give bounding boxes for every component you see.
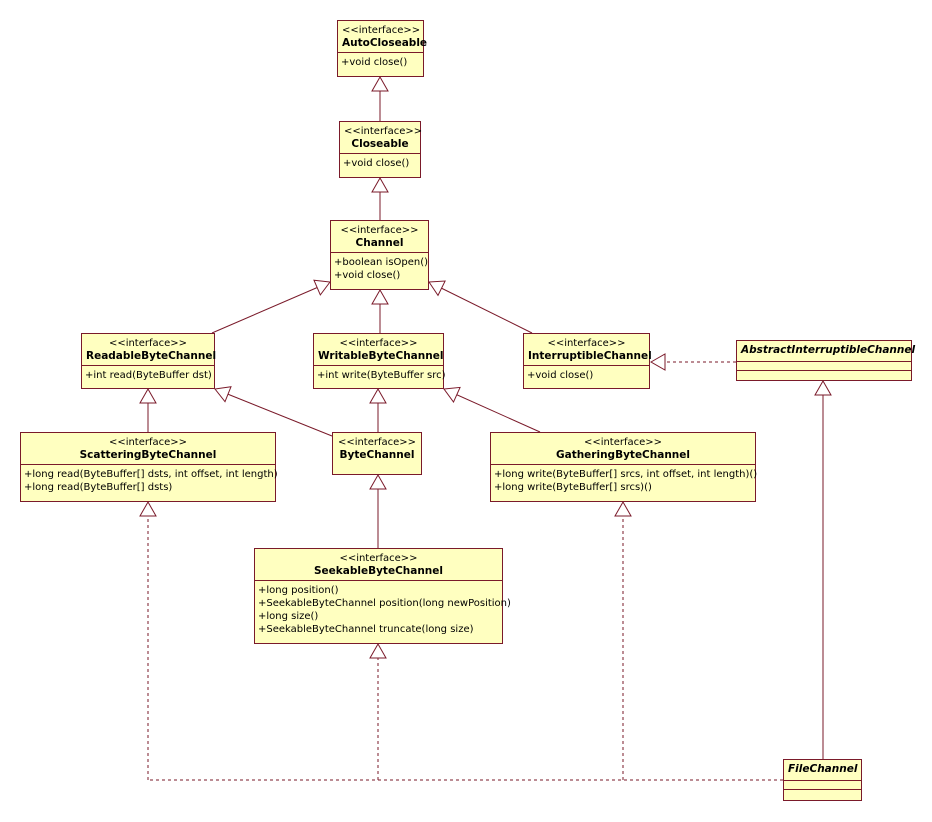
class-name: InterruptibleChannel (528, 350, 652, 362)
operation: +long read(ByteBuffer[] dsts) (24, 482, 173, 493)
stereotype-label: <<interface>> (108, 338, 188, 349)
operation: +long position() (258, 585, 339, 596)
class-writable-byte-channel[interactable]: <<interface>> WritableByteChannel +int w… (313, 333, 446, 389)
class-name: SeekableByteChannel (313, 565, 444, 577)
operations-compartment (737, 370, 911, 376)
class-name: GatheringByteChannel (555, 449, 690, 461)
operations-compartment: +void close() (340, 153, 420, 173)
stereotype-label: <<interface>> (340, 225, 419, 236)
class-name: ScatteringByteChannel (79, 449, 217, 461)
attributes-compartment (784, 780, 861, 789)
operations-compartment: +int read(ByteBuffer dst) (82, 365, 214, 385)
edge-bytechannel-extends-readable-arrowhead (214, 386, 232, 403)
stereotype-label: <<interface>> (339, 553, 418, 564)
edge-writable-extends-channel-arrowhead (371, 288, 389, 305)
class-name: ByteChannel (339, 449, 415, 461)
operation: +SeekableByteChannel truncate(long size) (258, 624, 474, 635)
class-header: <<interface>> SeekableByteChannel (255, 549, 502, 580)
class-header: FileChannel (784, 760, 861, 780)
operation: +long write(ByteBuffer[] srcs, int offse… (494, 469, 758, 480)
edge-gathering-extends-writable-line (443, 388, 541, 433)
operation: +long size() (258, 611, 319, 622)
operations-compartment (784, 789, 861, 796)
operation: +boolean isOpen() (334, 257, 429, 268)
class-channel[interactable]: <<interface>> Channel +boolean isOpen() … (330, 220, 429, 290)
class-header: <<interface>> GatheringByteChannel (491, 433, 755, 464)
stereotype-label: <<interface>> (339, 338, 418, 349)
edge-readable-extends-channel-arrowhead (313, 279, 331, 296)
operation: +int read(ByteBuffer dst) (85, 370, 212, 381)
class-header: <<interface>> ReadableByteChannel (82, 334, 217, 365)
operations-compartment: +long read(ByteBuffer[] dsts, int offset… (21, 464, 278, 497)
class-header: <<interface>> ScatteringByteChannel (21, 433, 275, 464)
class-header: <<interface>> AutoCloseable (338, 21, 428, 52)
stereotype-label: <<interface>> (337, 437, 417, 448)
stereotype-label: <<interface>> (344, 126, 423, 137)
operation: +SeekableByteChannel position(long newPo… (258, 598, 511, 609)
operations-compartment: +boolean isOpen() +void close() (331, 252, 428, 285)
class-header: <<interface>> InterruptibleChannel (524, 334, 652, 365)
class-name: AutoCloseable (342, 37, 428, 49)
edge-filechannel-implements-gathering-arrowhead (614, 500, 632, 517)
class-seekable-byte-channel[interactable]: <<interface>> SeekableByteChannel +long … (254, 548, 511, 644)
operations-compartment: +long position() +SeekableByteChannel po… (255, 580, 511, 639)
edge-filechannel-implements-seekable-arrowhead (369, 642, 387, 659)
class-name: Closeable (351, 138, 409, 150)
operation: +long read(ByteBuffer[] dsts, int offset… (24, 469, 278, 480)
edge-bytechannel-extends-readable-line (214, 388, 333, 437)
operations-compartment: +void close() (338, 52, 423, 72)
edge-readable-extends-channel-line (211, 281, 331, 334)
operation: +void close() (341, 57, 408, 68)
class-autocloseable[interactable]: <<interface>> AutoCloseable +void close(… (337, 20, 428, 77)
class-file-channel[interactable]: FileChannel (783, 759, 862, 801)
operations-compartment: +long write(ByteBuffer[] srcs, int offse… (491, 464, 758, 497)
operation: +void close() (527, 370, 594, 381)
edge-scattering-extends-readable-arrowhead (139, 387, 157, 404)
class-gathering-byte-channel[interactable]: <<interface>> GatheringByteChannel +long… (490, 432, 758, 502)
edge-abstractinterruptible-implements-interruptible-arrowhead (649, 353, 666, 371)
edge-filechannel-implements-scattering-arrowhead (139, 500, 157, 517)
class-name: WritableByteChannel (318, 350, 444, 362)
class-name: AbstractInterruptibleChannel (741, 344, 916, 356)
edge-seekable-extends-bytechannel-arrowhead (369, 473, 387, 490)
edge-channel-extends-closeable-arrowhead (371, 176, 389, 193)
class-interruptible-channel[interactable]: <<interface>> InterruptibleChannel +void… (523, 333, 652, 389)
class-header: <<interface>> Channel (331, 221, 428, 252)
stereotype-label: <<interface>> (547, 338, 626, 349)
class-byte-channel[interactable]: <<interface>> ByteChannel (332, 432, 422, 475)
operations-compartment: +int write(ByteBuffer src) (314, 365, 446, 385)
class-header: <<interface>> Closeable (340, 122, 423, 153)
stereotype-label: <<interface>> (583, 437, 663, 448)
operation: +void close() (343, 158, 410, 169)
class-name: ReadableByteChannel (86, 350, 217, 362)
edge-interruptible-extends-channel-arrowhead (428, 280, 446, 297)
class-header: <<interface>> WritableByteChannel (314, 334, 443, 365)
operations-compartment: +void close() (524, 365, 649, 385)
edge-gathering-extends-writable-arrowhead (443, 386, 461, 404)
operation: +int write(ByteBuffer src) (317, 370, 446, 381)
class-closeable[interactable]: <<interface>> Closeable +void close() (339, 121, 423, 178)
edge-interruptible-extends-channel-line (428, 281, 533, 334)
stereotype-label: <<interface>> (108, 437, 188, 448)
class-name: Channel (355, 237, 404, 249)
class-header: AbstractInterruptibleChannel (737, 341, 916, 361)
class-header: <<interface>> ByteChannel (333, 433, 421, 464)
edge-closeable-extends-autocloseable-arrowhead (371, 75, 389, 92)
class-abstract-interruptible-channel[interactable]: AbstractInterruptibleChannel (736, 340, 916, 381)
edge-bytechannel-extends-writable-arrowhead (369, 387, 387, 404)
operation: +void close() (334, 270, 401, 281)
class-name: FileChannel (788, 763, 858, 775)
edge-filechannel-extends-abstractinterruptible-arrowhead (814, 379, 832, 396)
stereotype-label: <<interface>> (342, 25, 421, 36)
operation: +long write(ByteBuffer[] srcs)() (494, 482, 652, 493)
attributes-compartment (737, 361, 911, 370)
class-readable-byte-channel[interactable]: <<interface>> ReadableByteChannel +int r… (81, 333, 217, 389)
class-scattering-byte-channel[interactable]: <<interface>> ScatteringByteChannel +lon… (20, 432, 278, 502)
